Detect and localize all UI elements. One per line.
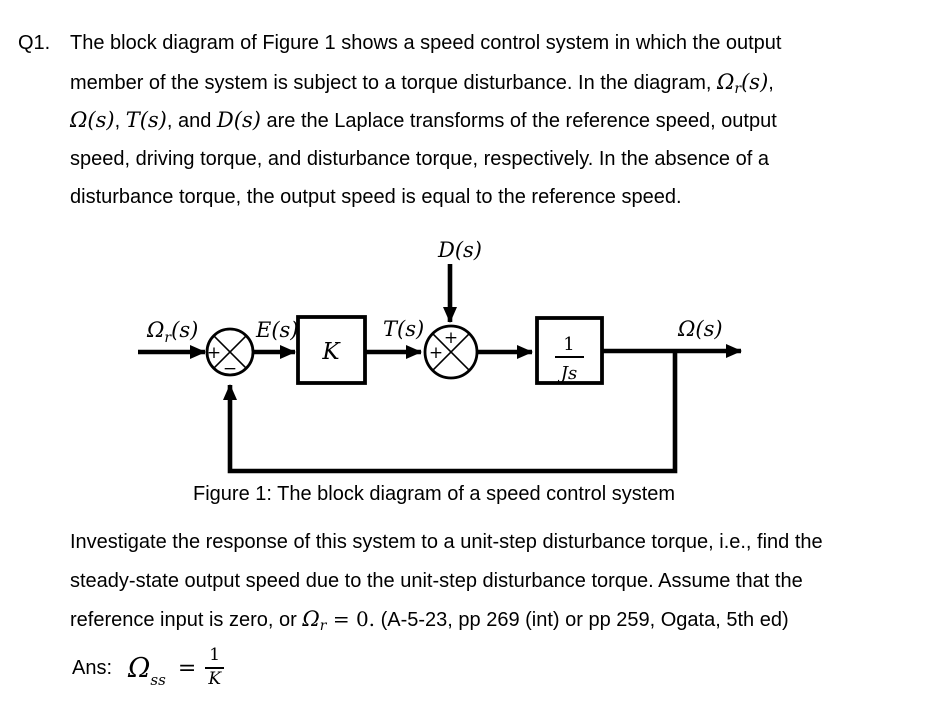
paragraph1-line-5: disturbance torque, the output speed is … — [70, 178, 781, 217]
math-segment: r — [319, 618, 327, 634]
math-segment: r — [734, 80, 742, 97]
text-segment: reference input is zero, or — [70, 609, 303, 631]
math-segment: = 0. — [326, 607, 376, 631]
math-segment: Ω — [716, 69, 735, 94]
plant-denominator: Js — [557, 363, 577, 384]
feedback-line — [223, 351, 678, 474]
answer-row: Ans: Ωss = 1 K — [72, 644, 225, 692]
error-label: E(s) — [255, 318, 299, 342]
answer-fraction: 1 K — [205, 646, 225, 689]
fraction-denominator: K — [208, 669, 222, 689]
text-segment: speed, driving torque, and disturbance t… — [70, 147, 769, 170]
text-segment: , — [114, 110, 126, 132]
text-segment: steady-state output speed due to the uni… — [70, 569, 803, 592]
equals-sign: = — [177, 655, 197, 681]
input-label-omega: Ω — [146, 318, 164, 342]
question-paragraph-1: The block diagram of Figure 1 shows a sp… — [70, 24, 781, 217]
answer-label: Ans: — [72, 656, 113, 679]
math-segment: Ω — [302, 607, 320, 631]
sum2-top-plus-sign: + — [444, 328, 458, 348]
text-segment: , and — [166, 110, 217, 132]
text-segment: are the Laplace transforms of the refere… — [260, 110, 777, 132]
math-segment: D(s) — [216, 108, 261, 132]
fraction-numerator: 1 — [205, 646, 225, 669]
question-paragraph-2: Investigate the response of this system … — [70, 523, 823, 639]
answer-omega-symbol: Ωss — [128, 652, 166, 688]
gain-block-label: K — [321, 339, 341, 365]
paragraph1-line-2: member of the system is subject to a tor… — [70, 63, 781, 102]
summing-junction-1-diagonal — [213, 335, 247, 369]
input-label: Ωr(s) — [146, 318, 198, 346]
paragraph1-line-1: The block diagram of Figure 1 shows a sp… — [70, 24, 781, 63]
plant-numerator: 1 — [563, 334, 574, 355]
text-segment: (A-5-23, pp 269 (int) or pp 259, Ogata, … — [375, 609, 789, 631]
input-label-subscript: r — [164, 330, 172, 346]
paragraph2-line-1: Investigate the response of this system … — [70, 523, 823, 562]
torque-label: T(s) — [383, 317, 424, 341]
text-segment: Investigate the response of this system … — [70, 531, 823, 553]
sum1-plus-sign: + — [207, 343, 221, 363]
plant-block — [535, 316, 604, 385]
paragraph2-line-2: steady-state output speed due to the uni… — [70, 562, 823, 601]
paragraph1-line-3: Ω(s), T(s), and D(s) are the Laplace tra… — [70, 101, 781, 140]
math-segment: T(s) — [125, 108, 167, 132]
text-segment: The block diagram of Figure 1 shows a sp… — [70, 32, 782, 54]
text-segment: member of the system is subject to a tor… — [70, 71, 717, 94]
math-segment: Ω(s) — [70, 108, 115, 132]
sum1-minus-sign: − — [223, 359, 237, 379]
math-segment: (s) — [741, 69, 769, 94]
input-label-args: (s) — [171, 318, 198, 342]
text-segment: , — [768, 71, 774, 94]
sum2-left-plus-sign: + — [429, 343, 443, 363]
paragraph1-line-4: speed, driving torque, and disturbance t… — [70, 140, 781, 179]
answer-omega-subscript: ss — [150, 670, 166, 689]
summing-junction-2-diagonal — [432, 333, 470, 371]
output-label: Ω(s) — [677, 317, 723, 341]
text-segment: disturbance torque, the output speed is … — [70, 186, 682, 208]
answer-omega: Ω — [128, 652, 151, 684]
paragraph2-line-3: reference input is zero, or Ωr = 0. (A-5… — [70, 600, 823, 639]
figure-caption: Figure 1: The block diagram of a speed c… — [193, 483, 676, 505]
question-number: Q1. — [18, 32, 51, 54]
disturbance-label: D(s) — [437, 238, 482, 262]
gain-block — [296, 315, 367, 385]
